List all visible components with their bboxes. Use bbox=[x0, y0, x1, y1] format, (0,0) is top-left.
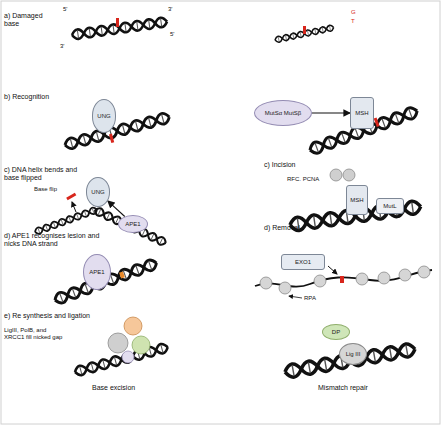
step-label: d) Removal bbox=[264, 224, 300, 232]
enzyme-ellipse: Lig III bbox=[339, 343, 367, 365]
rpa-protein bbox=[378, 272, 390, 284]
enzyme-name: APE1 bbox=[125, 221, 140, 228]
annotation: LigIII, PolB, and XRCC1 fill nicked gap bbox=[4, 327, 64, 341]
step-label: d) APE1 recognises lesion and nicks DNA … bbox=[4, 232, 116, 248]
step-label: a) Damaged base bbox=[4, 12, 56, 28]
leader-line bbox=[289, 296, 302, 298]
flipped-base bbox=[66, 193, 76, 201]
enzyme-name: MutSα MutSβ bbox=[265, 110, 302, 117]
enzyme-name: EXO1 bbox=[295, 259, 311, 266]
step-label: e) Re synthesis and ligation bbox=[4, 312, 108, 320]
enzyme-name: UNG bbox=[91, 189, 104, 196]
step-label: c) DNA helix bends and base flipped bbox=[4, 166, 86, 182]
rpa-protein bbox=[418, 266, 430, 278]
rpa-protein bbox=[314, 275, 326, 287]
enzyme-box: MSH bbox=[346, 185, 368, 215]
dna-helix bbox=[64, 112, 171, 150]
mismatch-base bbox=[374, 118, 380, 127]
strand-end: 3' bbox=[60, 43, 64, 50]
strand-end: 5' bbox=[170, 31, 174, 38]
enzyme-box: MutL bbox=[376, 198, 404, 214]
pathway-caption: Mismatch repair bbox=[318, 384, 368, 392]
annotation: RPA bbox=[304, 295, 316, 302]
rpa-protein bbox=[260, 277, 272, 289]
rpa-protein bbox=[399, 269, 411, 281]
enzyme-box: EXO1 bbox=[281, 254, 325, 270]
dna-helix bbox=[274, 25, 334, 43]
dna-helix bbox=[34, 206, 98, 235]
enzyme-name: UNG bbox=[97, 113, 110, 120]
mismatch-base bbox=[340, 276, 344, 283]
damaged-base bbox=[116, 18, 119, 27]
enzyme-name: MSH bbox=[350, 197, 363, 204]
enzyme-ellipse: MutSα MutSβ bbox=[254, 100, 312, 126]
dna-helix bbox=[93, 206, 167, 246]
nick-site bbox=[119, 271, 125, 278]
mismatch-letter: G bbox=[351, 9, 356, 16]
annotation: Base flip bbox=[34, 186, 57, 193]
ligase-blob bbox=[124, 317, 142, 335]
rpa-protein bbox=[279, 282, 291, 294]
enzyme-name: DP bbox=[332, 329, 340, 336]
protein-blob bbox=[122, 351, 134, 363]
dna-helix bbox=[71, 17, 167, 40]
enzyme-name: MutL bbox=[383, 203, 396, 210]
step-label: b) Recognition bbox=[4, 93, 64, 101]
rpa-protein bbox=[356, 273, 368, 285]
enzyme-ellipse: APE1 bbox=[83, 254, 111, 290]
pcna-clamp bbox=[330, 169, 342, 181]
enzyme-ellipse: UNG bbox=[86, 177, 111, 207]
enzyme-name: MSH bbox=[355, 110, 368, 117]
annotation: RFC. PCNA bbox=[287, 176, 319, 183]
mismatch-letter: T bbox=[351, 18, 355, 25]
enzyme-name: Lig III bbox=[346, 351, 361, 358]
enzyme-box: MSH bbox=[350, 97, 374, 129]
enzyme-ellipse: DP bbox=[322, 324, 350, 340]
xrcc1-blob bbox=[132, 336, 150, 354]
arrow-connector bbox=[312, 112, 350, 113]
exo-arrow bbox=[328, 266, 337, 274]
pcna-clamp bbox=[343, 169, 355, 181]
arrow-connector bbox=[108, 201, 125, 216]
enzyme-ellipse: APE1 bbox=[118, 215, 148, 233]
enzyme-name: APE1 bbox=[89, 269, 104, 276]
strand-end: 5' bbox=[63, 6, 67, 13]
damaged-base bbox=[109, 134, 114, 143]
mismatch-base bbox=[303, 26, 306, 34]
polymerase-blob bbox=[108, 333, 128, 353]
dna-helix bbox=[308, 106, 419, 156]
pathway-caption: Base excision bbox=[92, 384, 135, 392]
dna-helix bbox=[284, 343, 416, 379]
strand-end: 3' bbox=[168, 6, 172, 13]
enzyme-ellipse: UNG bbox=[92, 99, 117, 133]
flip-arrow bbox=[72, 202, 76, 212]
step-label: c) Incision bbox=[264, 161, 296, 169]
